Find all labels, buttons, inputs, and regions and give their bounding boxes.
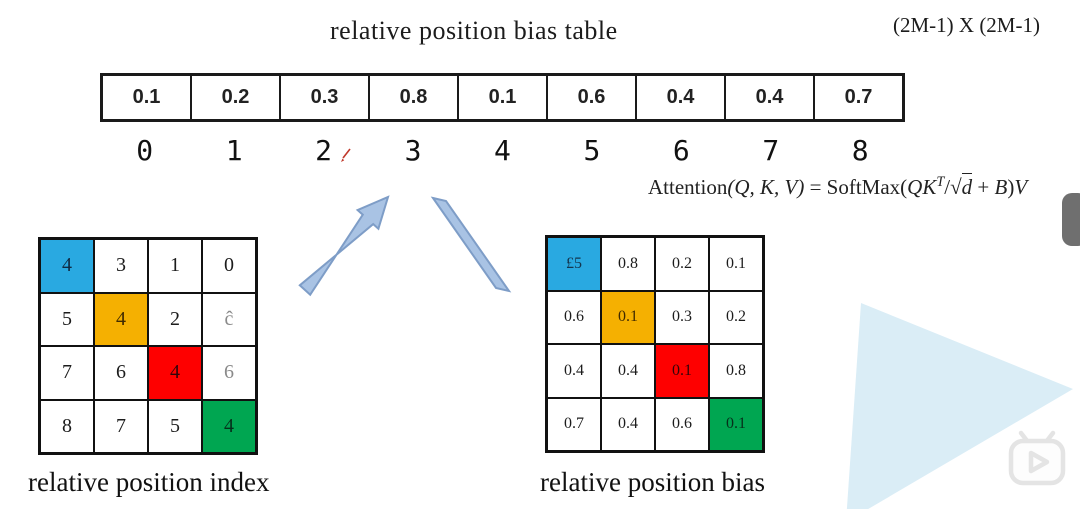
bias-grid-cell: 0.1	[709, 237, 763, 291]
bias-table-cell: 0.8	[368, 76, 457, 119]
index-label: 3	[404, 133, 422, 167]
pen-mark-icon	[341, 148, 351, 162]
bias-grid-cell: 0.8	[601, 237, 655, 291]
index-label: 7	[762, 133, 780, 167]
bias-grid-caption: relative position bias	[540, 467, 765, 497]
bias-grid-cell: 0.2	[709, 290, 763, 344]
bias-table-cell: 0.7	[813, 76, 902, 119]
bias-grid-cell: 0.4	[601, 344, 655, 398]
bias-grid-cell: 0.3	[655, 290, 709, 344]
index-grid-cell: 7	[94, 399, 148, 453]
index-grid-cell: 3	[94, 239, 148, 293]
attention-formula: Attention(Q, K, V) = SoftMax(QKT/√d + B)…	[648, 173, 1028, 199]
relative-position-index-grid: 4 3 1 0 5 4 2 ĉ 7 6 4 6 8 7 5 4	[38, 237, 258, 455]
bias-table-cell: 0.3	[279, 76, 368, 119]
index-label: 1	[225, 133, 243, 167]
bilibili-tv-watermark-icon	[1008, 430, 1066, 486]
index-grid-cell: 4	[94, 292, 148, 346]
index-grid-cell: 7	[40, 346, 94, 400]
index-grid-cell: 6	[202, 346, 256, 400]
index-grid-cell: 6	[94, 346, 148, 400]
bias-grid-cell: 0.1	[601, 290, 655, 344]
bias-table-cell: 0.2	[190, 76, 279, 119]
index-grid-caption: relative position index	[28, 467, 270, 497]
bias-table: 0.1 0.2 0.3 0.8 0.1 0.6 0.4 0.4 0.7	[100, 73, 905, 122]
bias-grid-cell: 0.2	[655, 237, 709, 291]
bias-table-cell: 0.4	[635, 76, 724, 119]
up-right-arrow	[298, 195, 390, 297]
index-grid-cell: 1	[148, 239, 202, 293]
bias-table-cell: 0.4	[724, 76, 813, 119]
bias-grid-cell: 0.4	[547, 344, 601, 398]
index-grid-cell: 2	[148, 292, 202, 346]
index-grid-cell: 4	[40, 239, 94, 293]
index-label: 4	[494, 133, 511, 167]
bias-grid-cell: 0.6	[547, 290, 601, 344]
index-grid-cell: 4	[202, 399, 256, 453]
index-grid-cell: 4	[148, 346, 202, 400]
bias-table-index-row: 0 1 2 3 4 5 6 7 8	[100, 130, 905, 170]
index-grid-cell: 0	[202, 239, 256, 293]
bias-grid-cell: 0.7	[547, 397, 601, 451]
index-label: 2	[315, 133, 333, 167]
bias-grid-cell: 0.1	[655, 344, 709, 398]
index-grid-cell: 5	[148, 399, 202, 453]
bias-grid-cell: 0.4	[601, 397, 655, 451]
bias-table-cell: 0.6	[546, 76, 635, 119]
bias-grid-cell: 0.8	[709, 344, 763, 398]
scrollbar-thumb[interactable]	[1062, 193, 1080, 246]
index-label: 6	[672, 133, 690, 167]
index-grid-cell: 5	[40, 292, 94, 346]
index-grid-cell: 8	[40, 399, 94, 453]
up-left-bar	[430, 196, 512, 293]
relative-position-bias-grid: £5 0.8 0.2 0.1 0.6 0.1 0.3 0.2 0.4 0.4 0…	[545, 235, 765, 453]
index-label: 5	[583, 133, 601, 167]
bias-grid-cell: 0.1	[709, 397, 763, 451]
bias-table-cell: 0.1	[457, 76, 546, 119]
index-label: 0	[136, 133, 154, 167]
index-label: 8	[851, 133, 869, 167]
bias-grid-cell: £5	[547, 237, 601, 291]
table-dimensions-label: (2M-1) X (2M-1)	[893, 13, 1040, 37]
bias-table-cell: 0.1	[132, 86, 161, 108]
bias-grid-cell: 0.6	[655, 397, 709, 451]
page-title: relative position bias table	[330, 16, 618, 45]
index-grid-cell: ĉ	[202, 292, 256, 346]
